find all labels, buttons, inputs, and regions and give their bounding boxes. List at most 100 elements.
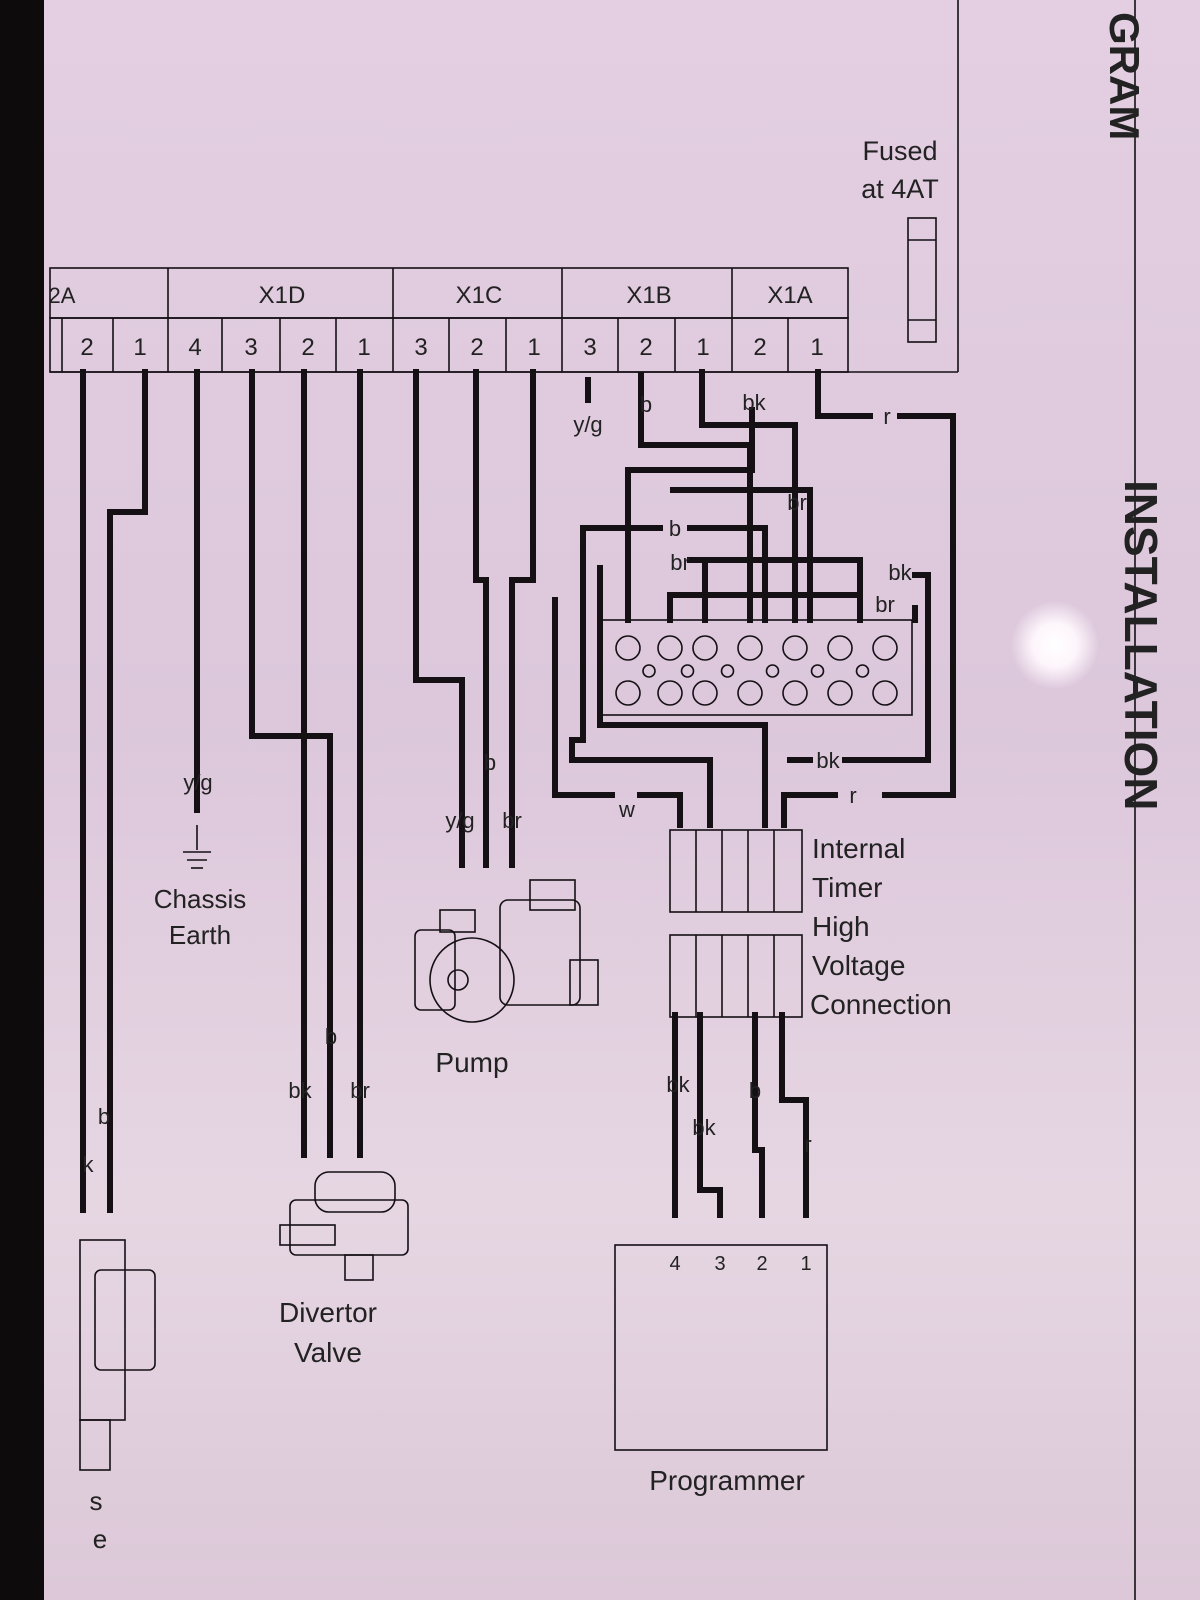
connector-hole [737, 680, 763, 706]
pin-x1c-1: 1 [527, 334, 540, 361]
label-b-mid: b [669, 516, 681, 541]
pin-x1a-2: 2 [753, 334, 766, 361]
pin-x1d-4: 4 [188, 334, 201, 361]
connector-hole [692, 635, 718, 661]
prog-pin-2: 2 [756, 1253, 767, 1275]
divertor-valve-line1: Divertor [279, 1297, 377, 1328]
label-b-top: b [640, 392, 652, 417]
connector-hole [827, 635, 853, 661]
connector-hole [657, 635, 683, 661]
wire-pump-yg [413, 369, 465, 868]
connector-screw [680, 664, 695, 678]
connector-hole [782, 635, 808, 661]
timer-label-4: Voltage [812, 950, 905, 981]
divertor-valve-line2: Valve [294, 1337, 362, 1368]
wire-x1d-3 [249, 369, 333, 1158]
fuse-label-line2: at 4AT [861, 174, 939, 204]
label-bk-right: bk [888, 560, 912, 585]
label-w-timer: w [618, 797, 635, 822]
pump-icon [414, 879, 599, 1023]
label-left-b: b [98, 1104, 110, 1129]
partial-label-1: s [90, 1486, 103, 1516]
wire-bk-loop [842, 572, 931, 763]
chassis-earth-line1: Chassis [154, 884, 246, 914]
label-r-timer: r [849, 783, 856, 808]
divertor-valve-icon [279, 1171, 409, 1281]
wire-color-labels: y/g b bk r br b br bk br bk r w y/g b y/… [83, 390, 913, 1177]
partial-label-2: e [93, 1524, 107, 1554]
connector-screw [810, 664, 825, 678]
pin-x1b-1: 1 [696, 334, 709, 361]
label-yg-top: y/g [573, 412, 602, 437]
label-pump-br: br [502, 808, 522, 833]
pin-x1c-3: 3 [414, 334, 427, 361]
label-prog-b: b [749, 1078, 761, 1103]
connector-hole [657, 680, 683, 706]
label-br-mid: br [670, 550, 690, 575]
connector-hole [692, 680, 718, 706]
device-bezel [0, 0, 52, 1600]
manual-page [44, 0, 1200, 1600]
wire-pump-br [509, 369, 536, 868]
wire-x1a-1-a [815, 369, 873, 419]
programmer-label: Programmer [649, 1465, 805, 1496]
fuse-icon [907, 217, 937, 343]
label-prog-bk2: bk [692, 1115, 716, 1140]
connector-hole [872, 680, 898, 706]
pin-x1d-1: 1 [357, 334, 370, 361]
prog-pin-3: 3 [714, 1253, 725, 1275]
pin-2a-1: 1 [133, 334, 146, 361]
internal-timer-terminals [669, 829, 803, 1018]
connector-hole [827, 680, 853, 706]
label-pump-yg: y/g [445, 808, 474, 833]
pin-x1d-2: 2 [301, 334, 314, 361]
connector-screw [642, 664, 656, 678]
pump-label: Pump [435, 1047, 508, 1078]
partial-component-icon [79, 1239, 156, 1471]
wire-to-timer-1 [597, 565, 768, 828]
label-prog-r: r [804, 1132, 811, 1157]
pin-x1b-2: 2 [639, 334, 652, 361]
timer-label-1: Internal [812, 833, 905, 864]
connector-strip [601, 619, 913, 716]
block-name-x1d: X1D [259, 282, 306, 309]
connector-screw [720, 664, 735, 678]
prog-pin-1: 1 [800, 1253, 811, 1275]
programmer-box [614, 1244, 828, 1451]
pin-x1a-1: 1 [810, 334, 823, 361]
wire-b-right [687, 525, 768, 623]
chassis-earth-line2: Earth [169, 920, 231, 950]
connector-hole [615, 635, 641, 661]
connector-hole [615, 680, 641, 706]
block-name-x1b: X1B [626, 282, 671, 309]
fuse-label-line1: Fused [862, 136, 937, 166]
timer-label-2: Timer [812, 872, 883, 903]
pin-2a-2: 2 [80, 334, 93, 361]
pin-x1c-2: 2 [470, 334, 483, 361]
connector-screw [765, 664, 780, 678]
diagram-heading: GRAM [1101, 12, 1148, 140]
earth-icon [183, 825, 211, 869]
connector-hole [782, 680, 808, 706]
label-pump-b: b [484, 750, 496, 775]
label-bk-timer: bk [816, 748, 840, 773]
light-glare [1010, 600, 1100, 690]
block-name-x1a: X1A [767, 282, 812, 309]
wire-b-bridge [670, 487, 813, 623]
timer-label-5: Connection [810, 989, 952, 1020]
terminal-block-strip [49, 267, 849, 373]
wire-2a-1 [107, 369, 148, 1213]
wires [80, 369, 956, 1218]
wire-pump-b [473, 369, 489, 868]
label-left-bk: k [83, 1152, 95, 1177]
label-div-bk: bk [288, 1078, 312, 1103]
wire-prog-3 [697, 1012, 723, 1218]
block-name-x1c: X1C [456, 282, 503, 309]
pin-numbers: 2 1 4 3 2 1 3 2 1 3 2 1 2 1 [80, 334, 823, 361]
label-br-right2: br [875, 592, 895, 617]
label-bk-top: bk [742, 390, 766, 415]
wire-x1b-1 [699, 369, 798, 623]
label-div-br: br [350, 1078, 370, 1103]
timer-label-3: High [812, 911, 870, 942]
